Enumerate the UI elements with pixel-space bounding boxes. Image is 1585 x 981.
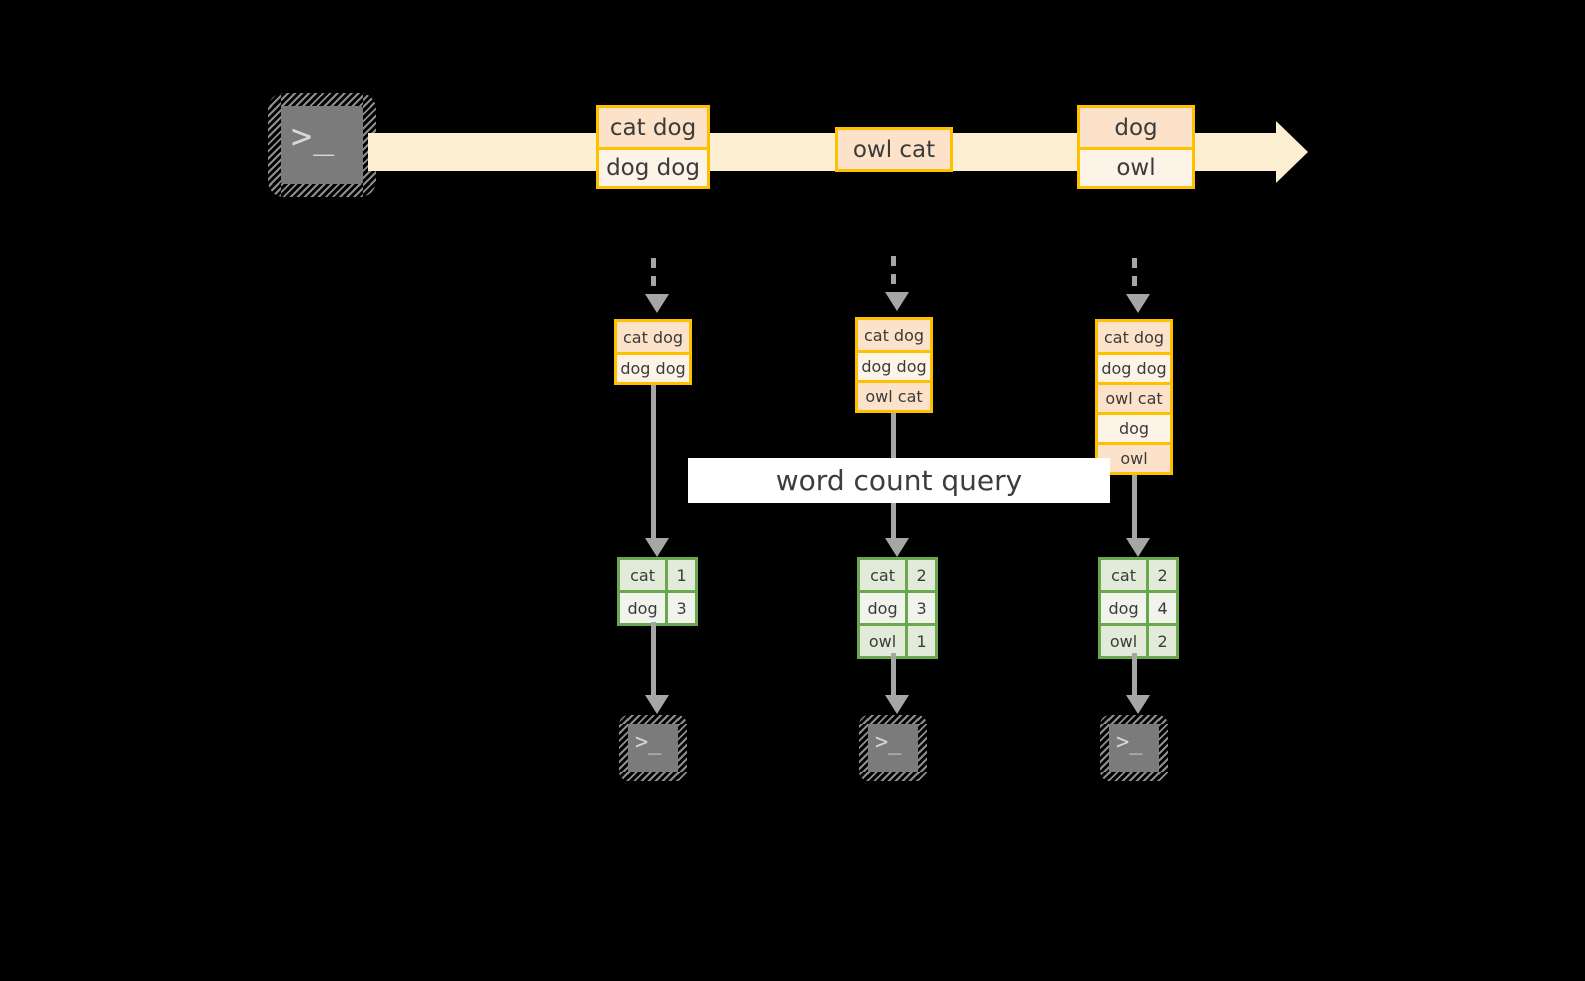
result-word: owl xyxy=(1101,626,1147,656)
source-terminal-icon: >_ xyxy=(268,93,376,197)
stream-chunk-line: owl cat xyxy=(838,130,950,169)
batch-input-2: cat dog dog dog owl cat xyxy=(855,317,933,413)
stream-to-batch-arrowhead-2 xyxy=(885,292,909,311)
result-word: owl xyxy=(860,626,906,656)
table-row: dog 3 xyxy=(620,590,695,623)
table-row: cat 2 xyxy=(860,560,935,590)
batch-input-1: cat dog dog dog xyxy=(614,319,692,385)
result-table-2: cat 2 dog 3 owl 1 xyxy=(857,557,938,659)
stream-chunk-line: cat dog xyxy=(599,108,707,147)
stream-chunk-line: owl xyxy=(1080,147,1192,186)
stream-chunk-3: dog owl xyxy=(1077,105,1195,189)
sink-arrowhead-3 xyxy=(1126,695,1150,714)
sink-terminal-icon-1: >_ xyxy=(619,715,687,781)
query-arrowhead-1 xyxy=(645,538,669,557)
table-row: owl 1 xyxy=(860,623,935,656)
stream-to-batch-arrowhead-1 xyxy=(645,294,669,313)
result-word: dog xyxy=(1101,593,1147,623)
query-arrowhead-2 xyxy=(885,538,909,557)
stream-to-batch-connector-3 xyxy=(1132,258,1137,294)
table-row: cat 1 xyxy=(620,560,695,590)
table-row: dog 3 xyxy=(860,590,935,623)
stream-chunk-line: dog xyxy=(1080,108,1192,147)
table-row: dog 4 xyxy=(1101,590,1176,623)
result-count: 2 xyxy=(1146,626,1176,656)
result-table-3: cat 2 dog 4 owl 2 xyxy=(1098,557,1179,659)
batch-input-line: dog xyxy=(1098,412,1170,442)
batch-input-line: cat dog xyxy=(1098,322,1170,352)
result-count: 3 xyxy=(905,593,935,623)
result-table-1: cat 1 dog 3 xyxy=(617,557,698,626)
batch-input-line: owl cat xyxy=(1098,382,1170,412)
sink-terminal-icon-3: >_ xyxy=(1100,715,1168,781)
terminal-prompt-glyph: >_ xyxy=(635,730,662,755)
batch-input-line: owl cat xyxy=(858,380,930,410)
stream-chunk-line: dog dog xyxy=(599,147,707,186)
query-label-text: word count query xyxy=(775,464,1023,497)
batch-input-line: cat dog xyxy=(858,320,930,350)
result-word: dog xyxy=(860,593,906,623)
sink-connector-1 xyxy=(651,622,656,697)
sink-arrowhead-1 xyxy=(645,695,669,714)
result-count: 3 xyxy=(665,593,695,623)
stream-to-batch-arrowhead-3 xyxy=(1126,294,1150,313)
sink-terminal-icon-2: >_ xyxy=(859,715,927,781)
result-count: 1 xyxy=(665,560,695,590)
terminal-prompt-glyph: >_ xyxy=(291,117,336,157)
result-word: cat xyxy=(860,560,906,590)
result-count: 2 xyxy=(1146,560,1176,590)
result-count: 4 xyxy=(1146,593,1176,623)
sink-arrowhead-2 xyxy=(885,695,909,714)
table-row: cat 2 xyxy=(1101,560,1176,590)
query-label-band: word count query xyxy=(688,458,1110,503)
table-row: owl 2 xyxy=(1101,623,1176,656)
stream-chunk-2: owl cat xyxy=(835,127,953,172)
result-word: cat xyxy=(1101,560,1147,590)
stream-to-batch-connector-1 xyxy=(651,258,656,294)
terminal-prompt-glyph: >_ xyxy=(875,730,902,755)
query-arrowhead-3 xyxy=(1126,538,1150,557)
stream-to-batch-connector-2 xyxy=(891,256,896,292)
result-count: 1 xyxy=(905,626,935,656)
stream-chunk-1: cat dog dog dog xyxy=(596,105,710,189)
batch-input-line: dog dog xyxy=(858,350,930,380)
query-connector-1 xyxy=(651,385,656,540)
batch-input-line: dog dog xyxy=(1098,352,1170,382)
sink-connector-2 xyxy=(891,653,896,697)
batch-input-3: cat dog dog dog owl cat dog owl xyxy=(1095,319,1173,475)
terminal-prompt-glyph: >_ xyxy=(1116,730,1143,755)
stream-arrow-head xyxy=(1276,121,1308,183)
query-connector-3 xyxy=(1132,475,1137,540)
batch-input-line: dog dog xyxy=(617,352,689,382)
batch-input-line: cat dog xyxy=(617,322,689,352)
batch-input-line: owl xyxy=(1098,442,1170,472)
result-word: cat xyxy=(620,560,666,590)
sink-connector-3 xyxy=(1132,653,1137,697)
result-word: dog xyxy=(620,593,666,623)
result-count: 2 xyxy=(905,560,935,590)
